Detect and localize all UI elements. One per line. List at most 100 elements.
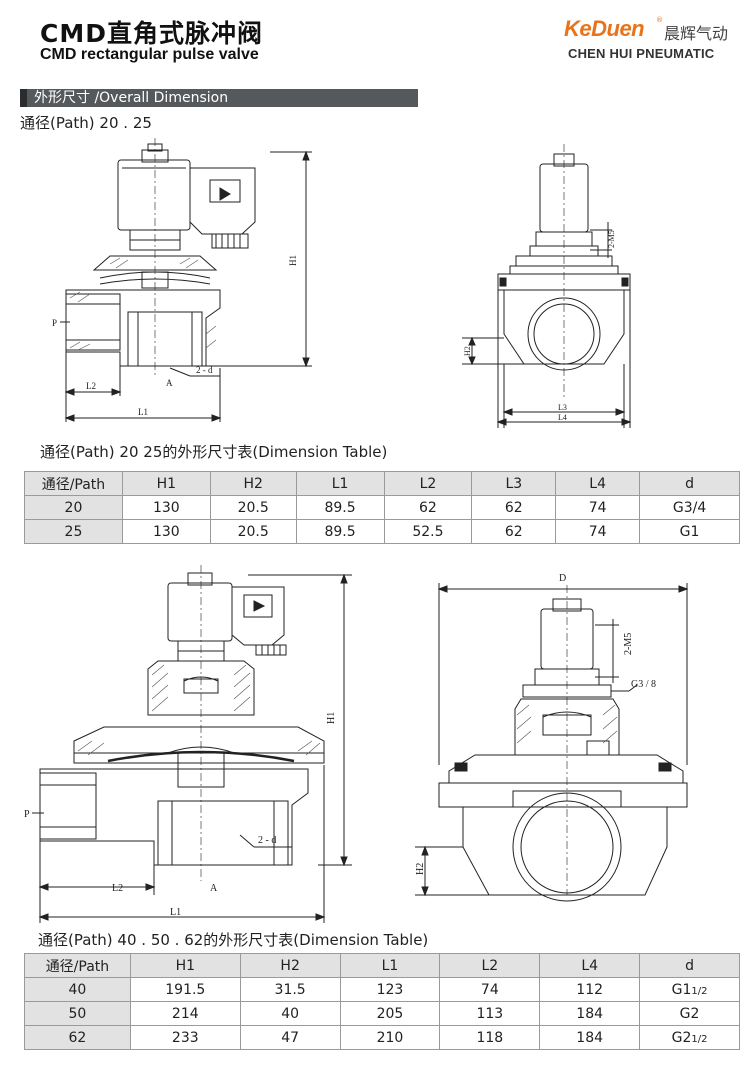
l1-label: L1 <box>138 407 148 417</box>
logo-brand-text: KeDuen <box>564 16 645 41</box>
path-cell: 50 <box>24 1001 131 1026</box>
table-cell: 205 <box>339 1001 441 1026</box>
table-cell: 20.5 <box>209 519 297 544</box>
table-cell: 233 <box>129 1025 241 1050</box>
table-cell: G1 <box>639 519 740 544</box>
table-cell: 118 <box>439 1025 541 1050</box>
d-top-label: D <box>559 573 566 584</box>
header-cell: 通径/Path <box>24 471 123 496</box>
a-label: A <box>166 378 173 388</box>
thread-size: G2 <box>679 1005 700 1022</box>
m5-label: 2-M5 <box>607 230 616 248</box>
section-header-bar: 外形尺寸 /Overall Dimension <box>20 89 418 107</box>
header-cell: d <box>639 953 740 978</box>
table-cell: 113 <box>439 1001 541 1026</box>
table-cell: 214 <box>129 1001 241 1026</box>
table-header-row: 通径/Path H1 H2 L1 L2 L3 L4 d <box>24 471 740 496</box>
p-label: P <box>52 318 57 328</box>
table-cell: 20.5 <box>209 495 297 520</box>
table-cell: G11/2 <box>639 977 740 1002</box>
dimension-table-20-25: 通径/Path H1 H2 L1 L2 L3 L4 d 20 130 20.5 … <box>24 471 740 544</box>
thread-size: G1 <box>671 981 692 998</box>
logo-registered-mark: ® <box>656 16 663 24</box>
thread-fraction: 1/2 <box>691 1033 708 1045</box>
table-cell: 62 <box>471 495 557 520</box>
table-cell: 31.5 <box>239 977 341 1002</box>
header-cell: d <box>639 471 740 496</box>
thread-size: G2 <box>671 1029 692 1046</box>
valve-side-view-small: 2-M5 H2 L3 L4 <box>450 138 650 428</box>
table1-caption: 通径(Path) 20 25的外形尺寸表(Dimension Table) <box>40 443 388 461</box>
table-cell: 74 <box>555 495 641 520</box>
l4-label: L4 <box>558 413 567 422</box>
table-row: 20 130 20.5 89.5 62 62 74 G3/4 <box>24 495 740 520</box>
l1-label-large: L1 <box>170 907 181 918</box>
table-cell: 89.5 <box>295 519 385 544</box>
table-cell: 210 <box>339 1025 441 1050</box>
path-cell: 25 <box>24 519 123 544</box>
dimension-table-40-50-62: 通径/Path H1 H2 L1 L2 L4 d 40 191.5 31.5 1… <box>24 953 740 1050</box>
h2-label: H2 <box>463 346 472 356</box>
table-row: 50 214 40 205 113 184 G2 <box>24 1001 740 1026</box>
p-label-large: P <box>24 809 30 820</box>
thread-label-large: 2 - d <box>258 835 276 846</box>
path-cell: 20 <box>24 495 123 520</box>
table-cell: 112 <box>539 977 641 1002</box>
table-cell: 89.5 <box>295 495 385 520</box>
section-title: 外形尺寸 /Overall Dimension <box>34 90 229 106</box>
a-label-large: A <box>210 883 218 894</box>
table-cell: 74 <box>555 519 641 544</box>
h1-label-large: H1 <box>326 712 337 724</box>
logo-chinese-name: 晨辉气动 <box>664 24 729 43</box>
table-cell: 52.5 <box>383 519 473 544</box>
h1-label: H1 <box>288 255 298 266</box>
table-cell: 123 <box>339 977 441 1002</box>
table-row: 25 130 20.5 89.5 52.5 62 74 G1 <box>24 519 740 544</box>
table-cell: 74 <box>439 977 541 1002</box>
table-cell: G21/2 <box>639 1025 740 1050</box>
header-cell: L3 <box>471 471 557 496</box>
table-cell: G3/4 <box>639 495 740 520</box>
l3-label: L3 <box>558 403 567 412</box>
thread-fraction: 1/2 <box>691 985 708 997</box>
thread-label: 2 - d <box>196 365 213 375</box>
header-cell: L2 <box>383 471 473 496</box>
section-bar-tick <box>20 89 27 107</box>
header-cell: H1 <box>121 471 211 496</box>
table-header-row: 通径/Path H1 H2 L1 L2 L4 d <box>24 953 740 978</box>
header-cell: H2 <box>239 953 341 978</box>
table-cell: 62 <box>471 519 557 544</box>
table-cell: G2 <box>639 1001 740 1026</box>
table-row: 40 191.5 31.5 123 74 112 G11/2 <box>24 977 740 1002</box>
brand-logo: KeDuen ® 晨辉气动 CHEN HUI PNEUMATIC <box>564 16 739 66</box>
header-cell: H2 <box>209 471 297 496</box>
logo-english-name: CHEN HUI PNEUMATIC <box>568 46 715 61</box>
table-cell: 130 <box>121 495 211 520</box>
h2-label-large: H2 <box>415 863 426 875</box>
m5-label-large: 2-M5 <box>623 633 634 655</box>
table-cell: 184 <box>539 1001 641 1026</box>
valve-side-view-large: D 2-M5 G3 / 8 H2 <box>405 565 710 905</box>
header-cell: L2 <box>439 953 541 978</box>
table-row: 62 233 47 210 118 184 G21/2 <box>24 1025 740 1050</box>
path-cell: 62 <box>24 1025 131 1050</box>
table-cell: 40 <box>239 1001 341 1026</box>
header-cell: 通径/Path <box>24 953 131 978</box>
table-cell: 47 <box>239 1025 341 1050</box>
table-cell: 130 <box>121 519 211 544</box>
path-caption-20-25: 通径(Path) 20 . 25 <box>20 114 152 132</box>
path-cell: 40 <box>24 977 131 1002</box>
page-title-cn: CMD直角式脉冲阀 <box>40 19 263 48</box>
l2-label: L2 <box>86 381 96 391</box>
page-title-en: CMD rectangular pulse valve <box>40 46 259 63</box>
table-cell: 191.5 <box>129 977 241 1002</box>
header-cell: L4 <box>555 471 641 496</box>
l2-label-large: L2 <box>112 883 123 894</box>
g38-label: G3 / 8 <box>631 679 656 690</box>
header-cell: L1 <box>295 471 385 496</box>
header-cell: L4 <box>539 953 641 978</box>
table2-caption: 通径(Path) 40 . 50 . 62的外形尺寸表(Dimension Ta… <box>38 931 429 949</box>
valve-front-view-small: H1 P A L2 L1 2 - d <box>30 138 330 428</box>
table-cell: 184 <box>539 1025 641 1050</box>
header-cell: L1 <box>339 953 441 978</box>
